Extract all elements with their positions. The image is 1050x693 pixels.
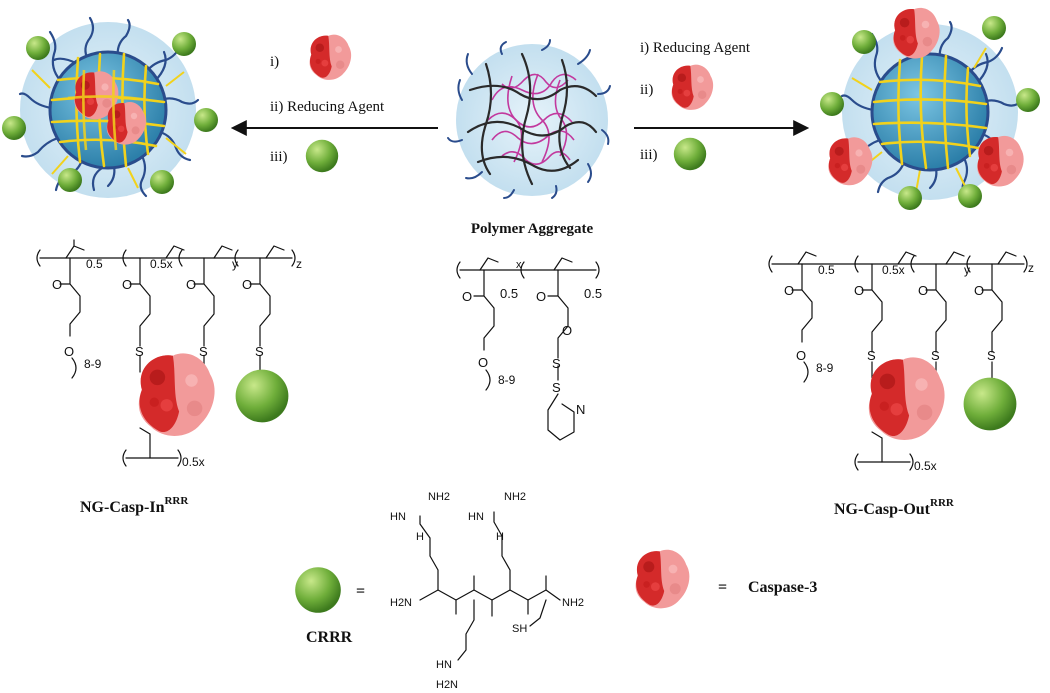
right-step2-caspase	[671, 64, 714, 110]
legend-caspase-symbol	[635, 549, 690, 609]
legend-equals-1: =	[356, 583, 365, 600]
center-o2: O	[536, 289, 546, 304]
nanogel-out	[820, 7, 1040, 210]
center-s2: S	[552, 380, 561, 395]
legend-crrr-label: CRRR	[306, 629, 353, 646]
center-s1: S	[552, 356, 561, 371]
left-sub5: 8-9	[84, 357, 102, 371]
pep-nh2a: NH2	[428, 491, 450, 503]
left-o4: O	[242, 277, 252, 292]
polymer-structure-right: O O O O O S S S 0.5 0.5x y z 8-9 0.5x	[768, 251, 1034, 473]
left-s2: S	[199, 344, 208, 359]
pep-hn3: HN	[436, 659, 452, 671]
left-sub6: 0.5x	[182, 455, 205, 469]
polymer-aggregate-label: Polymer Aggregate	[471, 221, 594, 237]
right-sub3: y	[964, 263, 970, 277]
left-o1: O	[52, 277, 62, 292]
left-o5: O	[64, 344, 74, 359]
left-structure-caspase	[138, 353, 215, 436]
right-o1: O	[784, 283, 794, 298]
right-sub6: 0.5x	[914, 459, 937, 473]
pep-nh2c: NH2	[562, 597, 584, 609]
pep-h2n: H2N	[390, 597, 412, 609]
right-o2: O	[854, 283, 864, 298]
right-structure-crrr	[963, 377, 1017, 431]
left-sub2: 0.5x	[150, 257, 173, 271]
legend-equals-2: =	[718, 579, 727, 596]
product-left-main: NG-Casp-In	[80, 499, 165, 516]
legend-caspase-label: Caspase-3	[748, 579, 817, 596]
product-left-sup: RRR	[164, 495, 189, 507]
pep-h2: H	[496, 531, 504, 543]
center-sub1: 0.5	[500, 286, 518, 301]
crrr-peptide-structure: HN NH2 H HN NH2 H H2N NH2 SH HN H2N	[390, 491, 584, 691]
left-step3-crrr	[305, 139, 339, 173]
center-o1: O	[462, 289, 472, 304]
right-sub1: 0.5	[818, 263, 835, 277]
pep-sh: SH	[512, 623, 527, 635]
right-s1: S	[867, 348, 876, 363]
polymer-structure-center: x 0.5 0.5 8-9 O O O O S S N	[456, 257, 602, 441]
polymer-structure-left: O O O O O S S S 0.5 0.5x y z 8-9 0.5x	[36, 239, 302, 469]
right-step3-label: iii)	[640, 147, 658, 163]
product-right-name: NG-Casp-OutRRR	[834, 497, 955, 518]
left-sub4: z	[296, 257, 302, 271]
right-o4: O	[974, 283, 984, 298]
center-n: N	[576, 402, 585, 417]
pep-h1: H	[416, 531, 424, 543]
left-o3: O	[186, 277, 196, 292]
right-sub5: 8-9	[816, 361, 834, 375]
product-right-main: NG-Casp-Out	[834, 501, 931, 518]
left-sub1: 0.5	[86, 257, 103, 271]
center-o4: O	[562, 323, 572, 338]
center-o3: O	[478, 355, 488, 370]
right-sub4: z	[1028, 261, 1034, 275]
left-step3-label: iii)	[270, 149, 288, 165]
right-step2-label: ii)	[640, 82, 653, 98]
center-sub3: 8-9	[498, 373, 516, 387]
right-step3-crrr	[673, 137, 707, 171]
center-sub2: 0.5	[584, 286, 602, 301]
right-step1-label: i) Reducing Agent	[640, 40, 751, 56]
left-structure-crrr	[235, 369, 289, 423]
left-step1-caspase	[309, 34, 352, 80]
right-s2: S	[931, 348, 940, 363]
pep-h2n2: H2N	[436, 679, 458, 691]
product-right-sup: RRR	[930, 497, 955, 509]
product-left-name: NG-Casp-InRRR	[80, 495, 189, 516]
left-step2-label: ii) Reducing Agent	[270, 99, 385, 115]
pep-nh2b: NH2	[504, 491, 526, 503]
left-o2: O	[122, 277, 132, 292]
right-o5: O	[796, 348, 806, 363]
pep-hn2: HN	[468, 511, 484, 523]
center-x: x	[516, 259, 522, 271]
pep-hn1: HN	[390, 511, 406, 523]
right-structure-caspase	[868, 357, 945, 440]
left-s1: S	[135, 344, 144, 359]
legend-crrr-sphere	[295, 567, 341, 613]
left-step1-label: i)	[270, 54, 279, 70]
right-s3: S	[987, 348, 996, 363]
polymer-aggregate	[447, 39, 611, 199]
left-sub3: y	[232, 257, 238, 271]
nanogel-in	[2, 16, 218, 198]
right-sub2: 0.5x	[882, 263, 905, 277]
left-s3: S	[255, 344, 264, 359]
right-o3: O	[918, 283, 928, 298]
